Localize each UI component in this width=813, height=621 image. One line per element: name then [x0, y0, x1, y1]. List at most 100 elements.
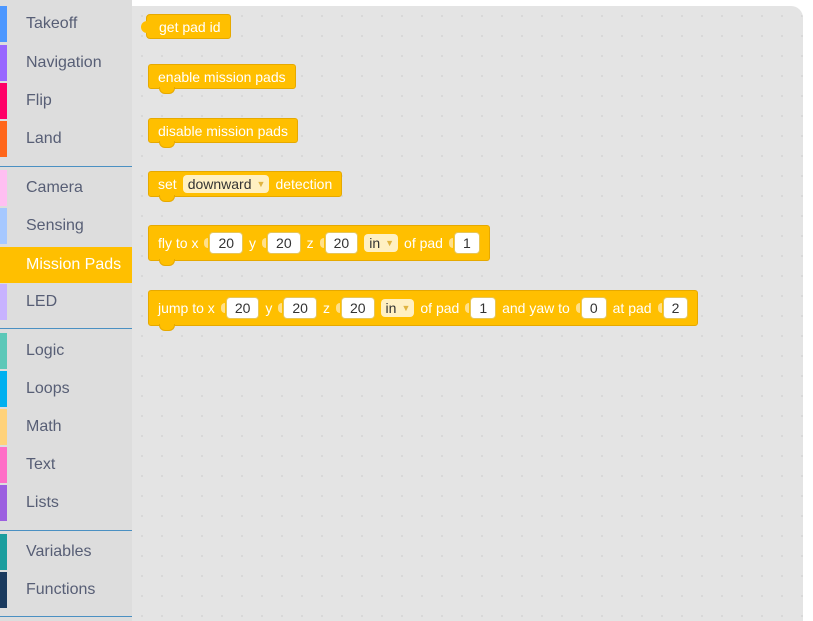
category-color-bar — [0, 208, 7, 244]
x-value-field[interactable]: 20 — [209, 232, 244, 254]
category-color-bar — [0, 247, 7, 283]
category-separator — [0, 530, 132, 531]
category-color-bar — [0, 170, 7, 206]
input-plug — [575, 303, 580, 313]
category-functions[interactable]: Functions — [0, 572, 132, 608]
input-plug — [319, 238, 324, 248]
category-led[interactable]: LED — [0, 284, 132, 320]
category-land[interactable]: Land — [0, 121, 132, 157]
pad2-input-slot: 2 — [657, 297, 689, 319]
category-label: Camera — [26, 179, 83, 196]
category-separator — [0, 328, 132, 329]
input-plug — [657, 303, 662, 313]
pad-value-field[interactable]: 1 — [453, 232, 480, 254]
input-plug — [220, 303, 225, 313]
top-margin — [132, 0, 813, 6]
block-text: get pad id — [159, 18, 221, 35]
dropdown-arrow-icon: ▼ — [401, 303, 411, 313]
x-input-slot: 20 — [204, 232, 244, 254]
category-toolbox: Takeoff Navigation Flip Land Camera Sens… — [0, 0, 132, 621]
category-loops[interactable]: Loops — [0, 371, 132, 407]
category-color-bar — [0, 447, 7, 483]
get-pad-id-block[interactable]: get pad id — [141, 14, 231, 39]
x-value-field[interactable]: 20 — [225, 297, 260, 319]
unit-dropdown[interactable]: in ▼ — [380, 299, 415, 317]
category-label: Takeoff — [26, 15, 78, 32]
category-label: Logic — [26, 342, 65, 359]
category-color-bar — [0, 371, 7, 407]
category-color-bar — [0, 534, 7, 570]
category-label: Functions — [26, 581, 96, 598]
pad-input-slot: 1 — [465, 297, 497, 319]
disable-mission-pads-block[interactable]: disable mission pads — [148, 118, 298, 148]
category-label: Lists — [26, 494, 59, 511]
unit-dropdown[interactable]: in ▼ — [364, 234, 399, 252]
z-input-slot: 20 — [335, 297, 375, 319]
yaw-input-slot: 0 — [575, 297, 607, 319]
category-color-bar — [0, 485, 7, 521]
block-text: detection — [275, 176, 333, 192]
category-separator — [0, 166, 132, 167]
category-color-bar — [0, 409, 7, 445]
dropdown-arrow-icon: ▼ — [385, 238, 395, 248]
dropdown-value: in — [385, 300, 397, 316]
category-lists[interactable]: Lists — [0, 485, 132, 521]
block-notch — [159, 141, 175, 148]
category-logic[interactable]: Logic — [0, 333, 132, 369]
pad-value-field[interactable]: 1 — [470, 297, 497, 319]
block-text: y — [265, 300, 273, 316]
yaw-value-field[interactable]: 0 — [580, 297, 607, 319]
category-color-bar — [0, 45, 7, 81]
y-value-field[interactable]: 20 — [283, 297, 317, 319]
block-text: of pad — [404, 235, 443, 251]
dropdown-value: in — [369, 235, 381, 251]
category-label: Sensing — [26, 217, 84, 234]
category-mission-pads[interactable]: Mission Pads — [0, 247, 132, 283]
category-label: Navigation — [26, 54, 102, 71]
pad2-value-field[interactable]: 2 — [662, 297, 689, 319]
category-color-bar — [0, 284, 7, 320]
set-detection-block[interactable]: set downward ▼ detection — [148, 171, 343, 202]
input-plug — [262, 238, 267, 248]
y-value-field[interactable]: 20 — [267, 232, 301, 254]
block-text: z — [322, 300, 330, 316]
category-label: Loops — [26, 380, 70, 397]
category-navigation[interactable]: Navigation — [0, 45, 132, 81]
category-math[interactable]: Math — [0, 409, 132, 445]
block-text: fly to x — [158, 235, 199, 251]
category-color-bar — [0, 333, 7, 369]
block-text: of pad — [420, 300, 460, 316]
input-plug — [448, 238, 453, 248]
dropdown-value: downward — [187, 176, 252, 192]
category-text[interactable]: Text — [0, 447, 132, 483]
category-color-bar — [0, 121, 7, 157]
y-input-slot: 20 — [278, 297, 317, 319]
z-value-field[interactable]: 20 — [340, 297, 375, 319]
block-text: at pad — [612, 300, 652, 316]
category-color-bar — [0, 6, 7, 42]
fly-to-block[interactable]: fly to x 20 y 20 z 20 in ▼ of pad 1 — [148, 225, 490, 266]
category-label: Mission Pads — [26, 256, 122, 273]
blocks-flyout[interactable]: get pad id enable mission pads disable m… — [132, 6, 803, 621]
category-flip[interactable]: Flip — [0, 83, 132, 119]
block-text: and yaw to — [502, 300, 570, 316]
jump-to-block[interactable]: jump to x 20 y 20 z 20 in ▼ of pad 1 and… — [148, 290, 699, 331]
category-variables[interactable]: Variables — [0, 534, 132, 570]
dropdown-arrow-icon: ▼ — [256, 179, 266, 189]
detection-direction-dropdown[interactable]: downward ▼ — [182, 175, 270, 193]
right-margin — [803, 6, 813, 621]
category-camera[interactable]: Camera — [0, 170, 132, 206]
x-input-slot: 20 — [220, 297, 260, 319]
block-text: set — [158, 176, 177, 192]
category-takeoff[interactable]: Takeoff — [0, 6, 132, 42]
input-plug — [465, 303, 470, 313]
block-text: jump to x — [158, 300, 215, 316]
block-text: disable mission pads — [158, 122, 288, 139]
block-notch — [159, 87, 175, 94]
z-value-field[interactable]: 20 — [324, 232, 359, 254]
category-label: Land — [26, 130, 62, 147]
pad-input-slot: 1 — [448, 232, 480, 254]
enable-mission-pads-block[interactable]: enable mission pads — [148, 64, 296, 94]
category-sensing[interactable]: Sensing — [0, 208, 132, 244]
category-label: Math — [26, 418, 62, 435]
